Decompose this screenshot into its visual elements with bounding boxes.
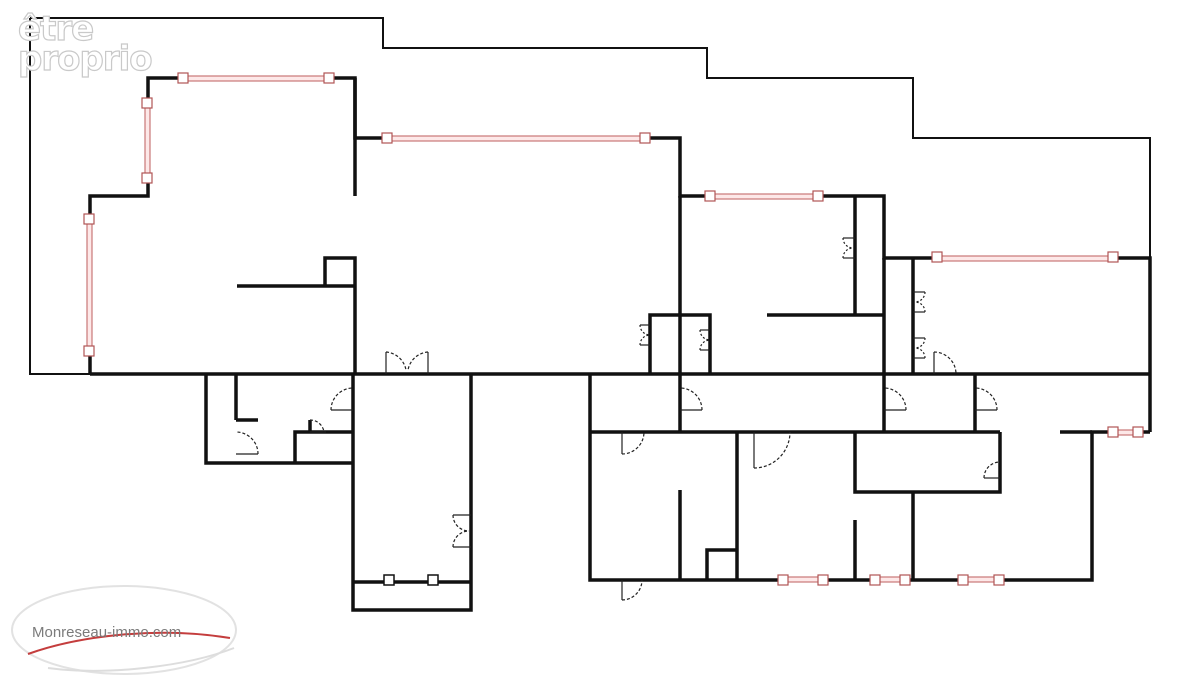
window-left-upper bbox=[144, 102, 151, 180]
door-right-5 bbox=[933, 351, 957, 375]
doors bbox=[235, 237, 1001, 601]
closet-doors-1 bbox=[842, 237, 855, 259]
window-left-lower bbox=[86, 218, 93, 353]
exterior-outline bbox=[29, 17, 1151, 375]
door-annex-2 bbox=[330, 387, 354, 411]
window-top-right-1 bbox=[709, 193, 819, 200]
door-right-1 bbox=[679, 387, 703, 411]
window-top-left bbox=[182, 75, 330, 82]
door-corridor-double bbox=[452, 514, 471, 548]
closet-doors-3 bbox=[639, 324, 711, 351]
door-annex-3 bbox=[309, 419, 326, 433]
watermark-line-2: proprio bbox=[17, 39, 153, 79]
door-right-4 bbox=[983, 461, 1001, 479]
door-annex-1 bbox=[235, 431, 259, 455]
door-double-entry bbox=[385, 351, 429, 374]
door-lower-1 bbox=[621, 431, 645, 455]
watermark-line-1: être bbox=[17, 9, 94, 49]
window-endpoints bbox=[83, 72, 1144, 586]
window-top-right-2 bbox=[936, 255, 1114, 262]
door-right-2 bbox=[883, 387, 907, 411]
closet-doors-2 bbox=[913, 291, 926, 359]
door-lower-2 bbox=[753, 431, 791, 469]
corridor-fixtures bbox=[383, 574, 439, 586]
window-bottom-1 bbox=[782, 576, 824, 583]
door-right-3 bbox=[974, 387, 998, 411]
logo-text: Monreseau-immo.com bbox=[32, 624, 182, 641]
window-top-center bbox=[386, 135, 646, 142]
walls bbox=[88, 76, 1152, 612]
door-lower-entry bbox=[621, 579, 643, 601]
etre-proprio-watermark: être proprio bbox=[17, 9, 153, 79]
windows bbox=[86, 75, 1142, 583]
monreseau-logo bbox=[11, 585, 237, 675]
